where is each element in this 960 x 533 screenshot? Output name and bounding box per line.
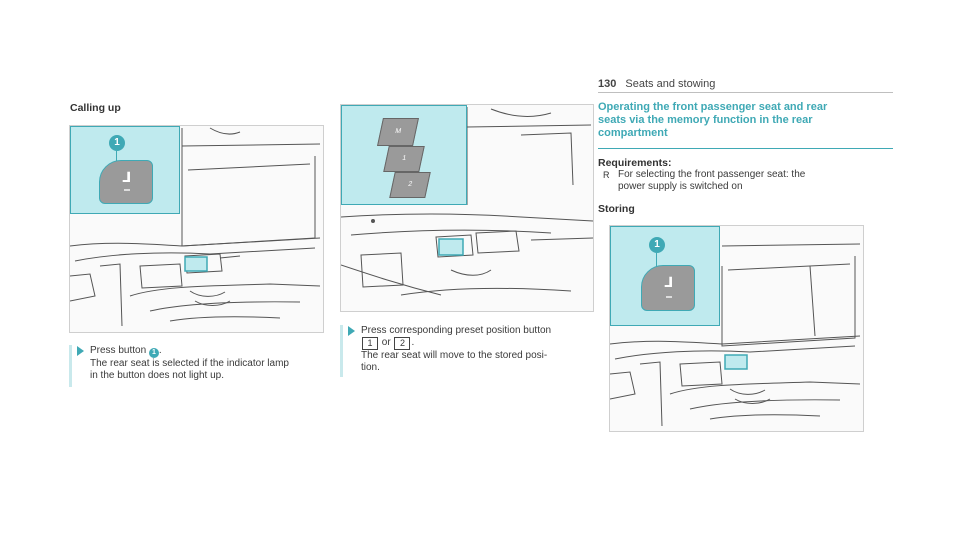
page-number: 130 (598, 78, 617, 90)
instruction-step-press-button: Press button 1. The rear seat is selecte… (69, 345, 329, 387)
chapter-title: Seats and stowing (625, 78, 716, 90)
door-panel-illustration (70, 127, 321, 327)
callout-badge-icon: 1 (649, 237, 665, 253)
callout-leader-line (116, 151, 117, 167)
header-divider (598, 92, 893, 93)
key-preset-1: 1 (362, 337, 378, 350)
figure-door-panel-right: 1 ⅃ (609, 225, 864, 432)
callout-memory-buttons: M 1 2 (341, 105, 467, 205)
callout-badge-icon: 1 (148, 348, 159, 358)
seat-button-icon: ⅃ (99, 160, 153, 204)
section-divider (598, 148, 893, 149)
requirements-title: Requirements: (598, 157, 672, 169)
step-text: Press button 1. The rear seat is selecte… (90, 345, 289, 381)
requirement-item: R For selecting the front passenger seat… (603, 169, 806, 192)
callout-seat-button-storing: 1 ⅃ (610, 226, 720, 326)
step-arrow-icon (77, 346, 84, 356)
callout-seat-button: 1 ⅃ (70, 126, 180, 214)
figure-door-panel-memory: M 1 2 (340, 104, 594, 312)
callout-badge-icon: 1 (109, 135, 125, 151)
memory-button-m: M (377, 118, 419, 146)
subheading-calling-up: Calling up (70, 102, 121, 114)
step-text: Press corresponding preset position butt… (361, 325, 552, 373)
figure-door-panel-left: 1 ⅃ (69, 125, 324, 333)
instruction-step-preset-button: Press corresponding preset position butt… (340, 325, 600, 377)
step-bar (69, 345, 72, 387)
key-preset-2: 2 (394, 337, 411, 350)
section-title: Operating the front passenger seat and r… (598, 101, 828, 139)
callout-leader-line (656, 253, 657, 271)
memory-button-2: 2 (389, 172, 431, 198)
bullet-icon: R (603, 170, 610, 180)
seat-button-icon: ⅃ (641, 265, 695, 311)
step-arrow-icon (348, 326, 355, 336)
subheading-storing: Storing (598, 203, 635, 215)
memory-button-1: 1 (383, 146, 425, 172)
door-panel-memory-illustration (341, 107, 594, 296)
step-bar (340, 325, 343, 377)
door-panel-storing-illustration (610, 243, 861, 427)
page-header: 130 Seats and stowing (598, 78, 715, 90)
